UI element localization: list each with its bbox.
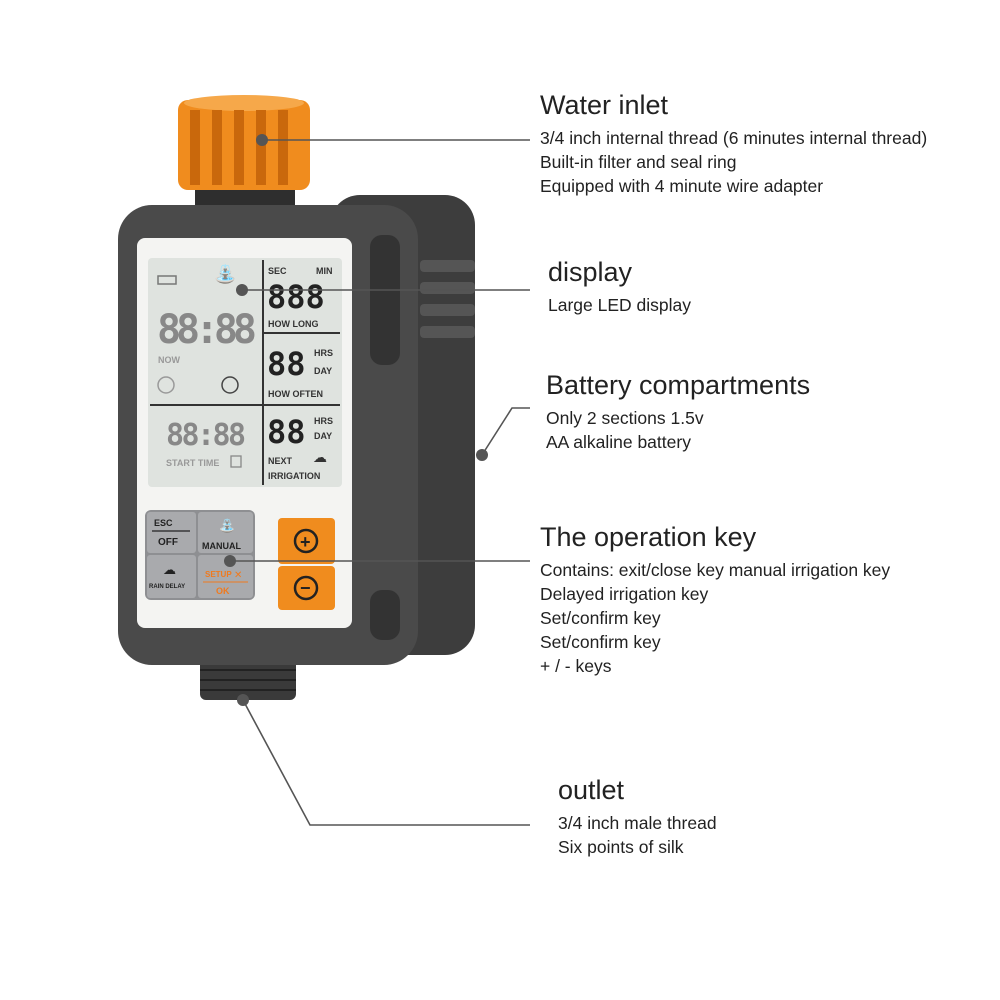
operation-keys: ESC OFF ⛲ MANUAL ☁ RAIN DELAY SETUP ✕ OK… [145,510,335,610]
faucet-icon: ⛲ [214,263,236,285]
day-label-2: DAY [314,431,332,441]
esc-off-button[interactable]: ESC OFF [147,512,196,553]
svg-text:☁: ☁ [163,562,176,577]
min-label: MIN [316,266,333,276]
wrench-icon: ✕ [234,570,242,581]
start-time-digits: 88:88 [166,418,246,453]
hrs-label-2: HRS [314,416,333,426]
alarm-icon [230,455,242,468]
svg-text:−: − [300,578,311,598]
svg-text:SETUP: SETUP [205,570,232,579]
minus-button[interactable]: − [278,566,335,610]
battery-level-icon [157,275,177,285]
svg-text:OK: OK [216,586,230,596]
callout-title: display [548,257,633,287]
callout-line: Set/confirm key [540,608,661,628]
sec-label: SEC [268,266,287,276]
how-long-label: HOW LONG [268,319,319,329]
callout-title: outlet [558,775,625,805]
callout-line: Built-in filter and seal ring [540,152,737,172]
callout-line: Only 2 sections 1.5v [546,408,704,428]
callout-line: AA alkaline battery [546,432,691,452]
callout-line: + / - keys [540,656,612,676]
svg-text:RAIN DELAY: RAIN DELAY [149,584,185,590]
callout-line: Six points of silk [558,837,684,857]
callout-line: 3/4 inch internal thread (6 minutes inte… [540,128,928,148]
callout-water-inlet: Water inlet 3/4 inch internal thread (6 … [540,90,927,198]
callout-lines [230,139,530,826]
callout-line: Equipped with 4 minute wire adapter [540,176,824,196]
callout-title: The operation key [540,522,757,552]
callout-line: Contains: exit/close key manual irrigati… [540,560,891,580]
setup-ok-button[interactable]: SETUP ✕ OK [198,555,253,598]
callout-outlet: outlet 3/4 inch male thread Six points o… [558,775,717,859]
clock-icon [157,376,175,394]
callout-line: Set/confirm key [540,632,661,652]
lcd-display: ⛲ SEC MIN 888 HOW LONG 88:88 NOW 88 HRS … [150,260,340,485]
svg-text:⛲: ⛲ [219,518,235,534]
next-irrigation-digits: 88 [267,413,306,451]
how-long-digits: 888 [267,278,325,316]
callout-dots [224,134,488,706]
how-often-label: HOW OFTEN [268,389,323,399]
svg-text:+: + [300,532,311,552]
irrigation-label: IRRIGATION [268,471,320,481]
callout-display: display Large LED display [548,257,691,317]
next-label: NEXT [268,456,293,466]
plus-button[interactable]: + [278,518,335,564]
now-label: NOW [158,355,181,365]
callout-line: 3/4 inch male thread [558,813,717,833]
cycle-clock-icon [221,376,239,394]
rain-cloud-icon: ☁ [313,449,327,465]
svg-text:ESC: ESC [154,518,173,528]
day-label: DAY [314,366,332,376]
rain-delay-button[interactable]: ☁ RAIN DELAY [147,555,196,598]
callout-line: Delayed irrigation key [540,584,709,604]
callout-battery: Battery compartments Only 2 sections 1.5… [546,370,810,454]
hrs-label: HRS [314,348,333,358]
callout-line: Large LED display [548,295,691,315]
start-time-label: START TIME [166,458,219,468]
svg-text:MANUAL: MANUAL [202,541,241,551]
callout-title: Battery compartments [546,370,811,400]
now-digits: 88:88 [157,307,257,353]
how-often-digits: 88 [267,345,306,383]
callout-operation-key: The operation key Contains: exit/close k… [540,522,890,678]
water-inlet-nut [178,95,310,210]
svg-text:OFF: OFF [158,537,178,548]
manual-button[interactable]: ⛲ MANUAL [198,512,253,553]
callout-title: Water inlet [540,90,669,120]
